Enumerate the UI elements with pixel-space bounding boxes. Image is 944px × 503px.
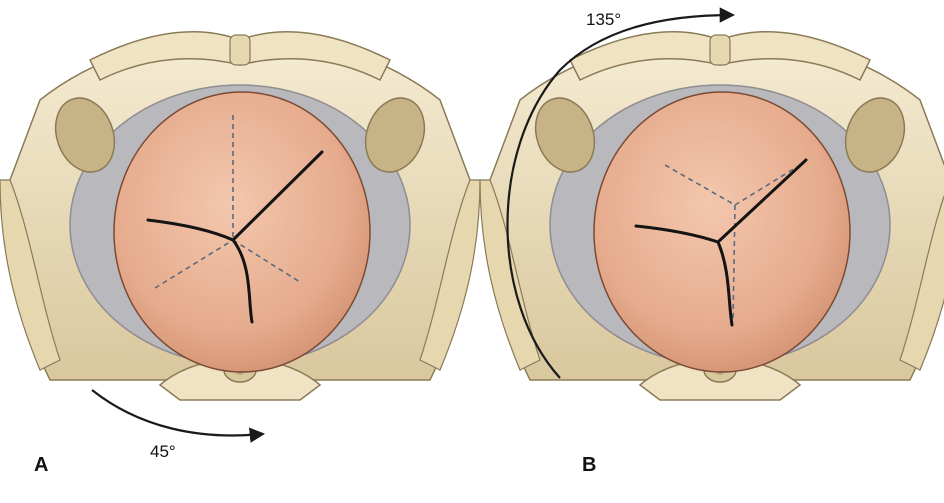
panel-a-pelvis (0, 32, 480, 436)
panel-b-label: B (582, 454, 596, 477)
panel-b-fetal-head (594, 92, 850, 372)
panel-a-angle-label: 45° (150, 442, 176, 462)
panel-b-angle-label: 135° (586, 10, 621, 30)
panel-a-label: A (34, 454, 48, 477)
panel-b-pelvis (480, 15, 944, 400)
